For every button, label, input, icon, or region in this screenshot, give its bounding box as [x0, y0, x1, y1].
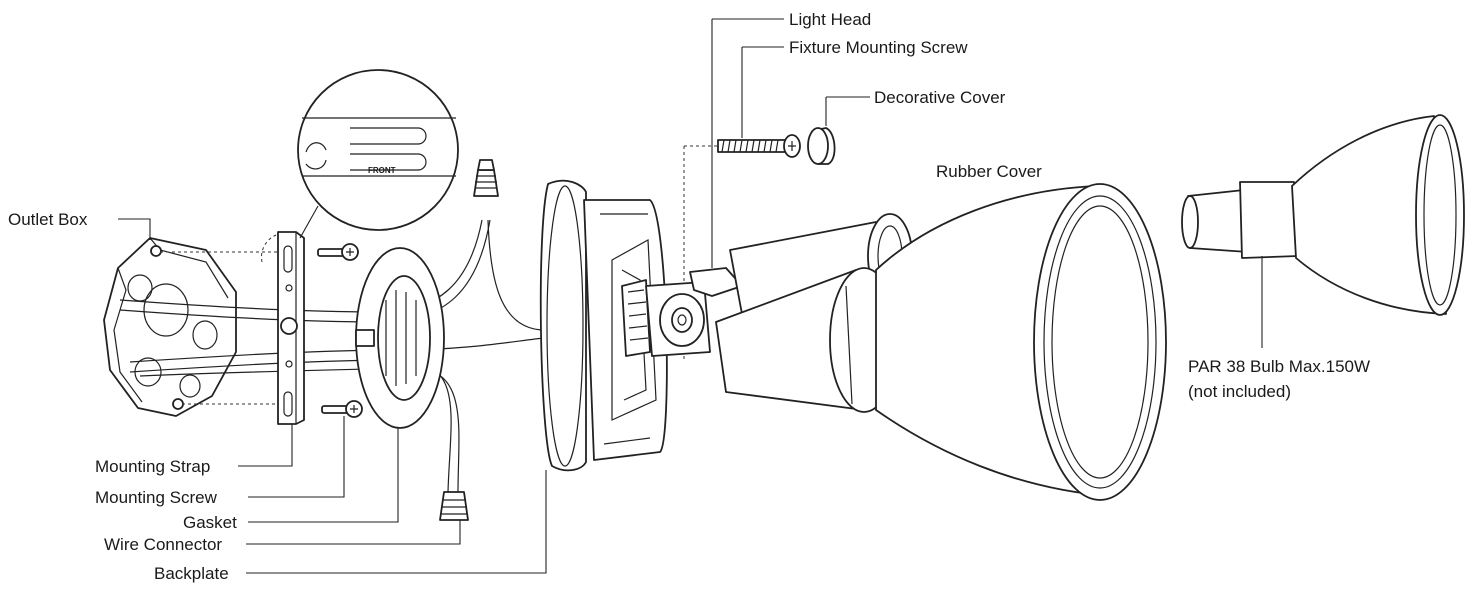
label-decorative-cover: Decorative Cover — [874, 88, 1006, 107]
decorative-cover — [807, 127, 836, 165]
gasket — [355, 247, 445, 429]
label-bulb-line1: PAR 38 Bulb Max.150W — [1188, 357, 1370, 376]
label-bulb-line2: (not included) — [1188, 382, 1291, 401]
label-gasket: Gasket — [183, 513, 237, 532]
par38-bulb — [1181, 114, 1465, 316]
label-mounting-strap: Mounting Strap — [95, 457, 210, 476]
label-backplate: Backplate — [154, 564, 229, 583]
mounting-screw-lower — [321, 400, 363, 418]
label-rubber-cover: Rubber Cover — [936, 162, 1042, 181]
label-fixture-mounting-screw: Fixture Mounting Screw — [789, 38, 968, 57]
mounting-strap — [277, 231, 305, 425]
label-outlet-box: Outlet Box — [8, 210, 88, 229]
fixture-mounting-screw — [717, 134, 801, 158]
label-light-head: Light Head — [789, 10, 871, 29]
detail-magnifier: FRONT — [297, 69, 459, 239]
outlet-box — [103, 237, 237, 417]
wire-connector-top — [473, 159, 499, 197]
label-wire-connector: Wire Connector — [104, 535, 222, 554]
light-head — [621, 267, 743, 357]
rubber-cover — [875, 183, 1167, 501]
front-mark: FRONT — [368, 166, 396, 175]
mounting-screw-upper — [317, 243, 359, 261]
wire-connector-bottom — [439, 491, 469, 521]
label-mounting-screw: Mounting Screw — [95, 488, 218, 507]
